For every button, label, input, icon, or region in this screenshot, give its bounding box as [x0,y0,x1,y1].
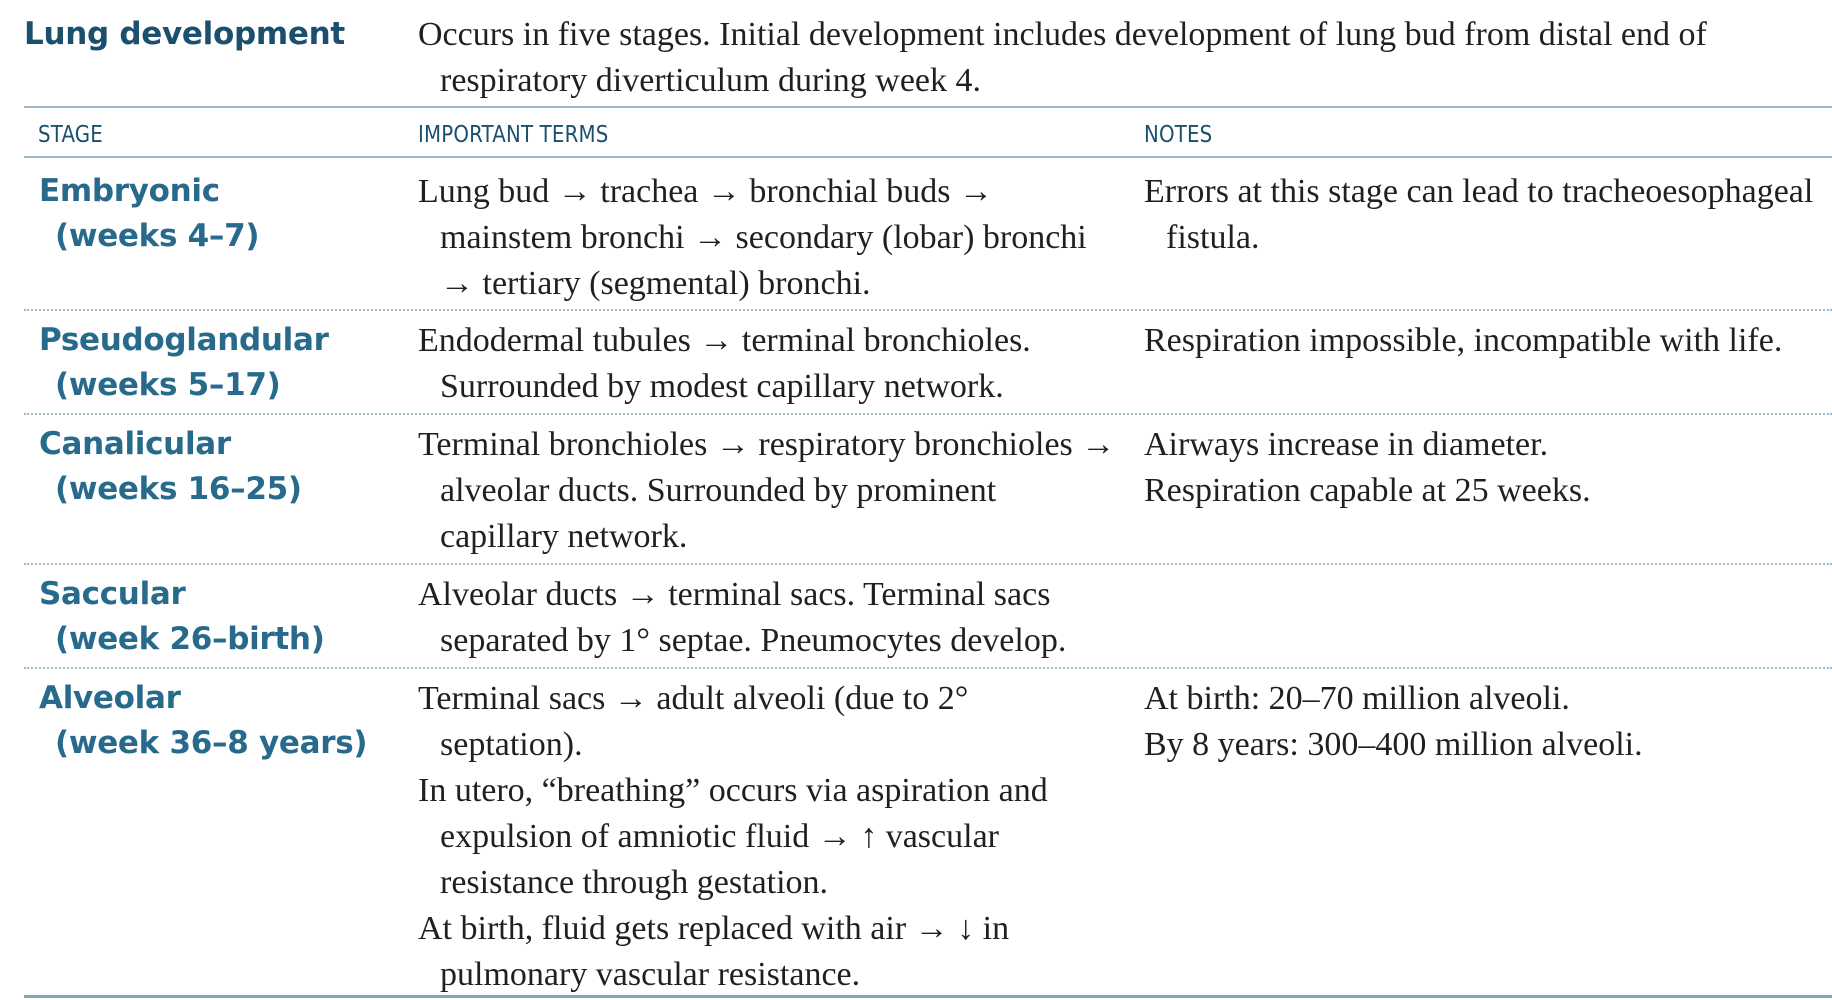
column-header-terms: IMPORTANT TERMS [418,122,609,148]
stage-saccular: Saccular (week 26–birth) [39,572,325,662]
row-divider [24,563,1832,565]
intro-text: Occurs in five stages. Initial developme… [418,16,1707,99]
column-header-rule [24,156,1832,158]
notes-pseudoglandular: Respiration impossible, incompatible wit… [1144,318,1824,364]
stage-pseudoglandular: Pseudoglandular (weeks 5–17) [39,318,329,408]
notes-paragraph: Respiration impossible, incompatible wit… [1144,322,1783,359]
terms-paragraph: In utero, “breathing” occurs via aspirat… [418,772,1048,901]
terms-paragraph: Lung bud → trachea → bronchial buds → ma… [418,173,1087,302]
terms-paragraph: At birth, fluid gets replaced with air →… [418,910,1010,993]
terms-paragraph: Terminal sacs → adult alveoli (due to 2°… [418,680,969,763]
stage-name: Embryonic [39,173,220,209]
terms-alveolar: Terminal sacs → adult alveoli (due to 2°… [418,676,1118,998]
terms-canalicular: Terminal bronchioles → respiratory bronc… [418,422,1118,560]
row-divider [24,667,1832,669]
stage-name: Saccular [39,576,186,612]
stage-weeks: (weeks 5–17) [55,367,281,403]
terms-pseudoglandular: Endodermal tubules → terminal bronchiole… [418,318,1118,410]
column-header-notes: NOTES [1144,122,1213,148]
notes-paragraph: By 8 years: 300–400 million alveoli. [1144,726,1643,763]
notes-paragraph: Errors at this stage can lead to tracheo… [1144,173,1814,256]
notes-paragraph: At birth: 20–70 million alveoli. [1144,680,1570,717]
notes-embryonic: Errors at this stage can lead to tracheo… [1144,169,1824,261]
column-header-stage: STAGE [38,122,103,148]
stage-name: Alveolar [39,680,181,716]
notes-paragraph: Respiration capable at 25 weeks. [1144,472,1591,509]
stage-name: Canalicular [39,426,231,462]
notes-canalicular: Airways increase in diameter. Respiratio… [1144,422,1824,514]
stage-name: Pseudoglandular [39,322,329,358]
terms-paragraph: Terminal bronchioles → respiratory bronc… [418,426,1116,555]
table-bottom-rule [24,995,1832,998]
stage-weeks: (weeks 16–25) [55,471,302,507]
stage-canalicular: Canalicular (weeks 16–25) [39,422,302,512]
stage-embryonic: Embryonic (weeks 4–7) [39,169,260,259]
notes-alveolar: At birth: 20–70 million alveoli. By 8 ye… [1144,676,1824,768]
row-divider [24,413,1832,415]
terms-embryonic: Lung bud → trachea → bronchial buds → ma… [418,169,1118,307]
stage-weeks: (week 36–8 years) [55,725,368,761]
stage-alveolar: Alveolar (week 36–8 years) [39,676,368,766]
terms-paragraph: Endodermal tubules → terminal bronchiole… [418,322,1031,405]
row-divider [24,309,1832,311]
stage-weeks: (week 26–birth) [55,621,325,657]
terms-saccular: Alveolar ducts → terminal sacs. Terminal… [418,572,1118,664]
header-rule [24,106,1832,108]
section-heading: Lung development [24,16,345,52]
notes-paragraph: Airways increase in diameter. [1144,426,1549,463]
terms-paragraph: Alveolar ducts → terminal sacs. Terminal… [418,576,1067,659]
stage-weeks: (weeks 4–7) [55,218,260,254]
